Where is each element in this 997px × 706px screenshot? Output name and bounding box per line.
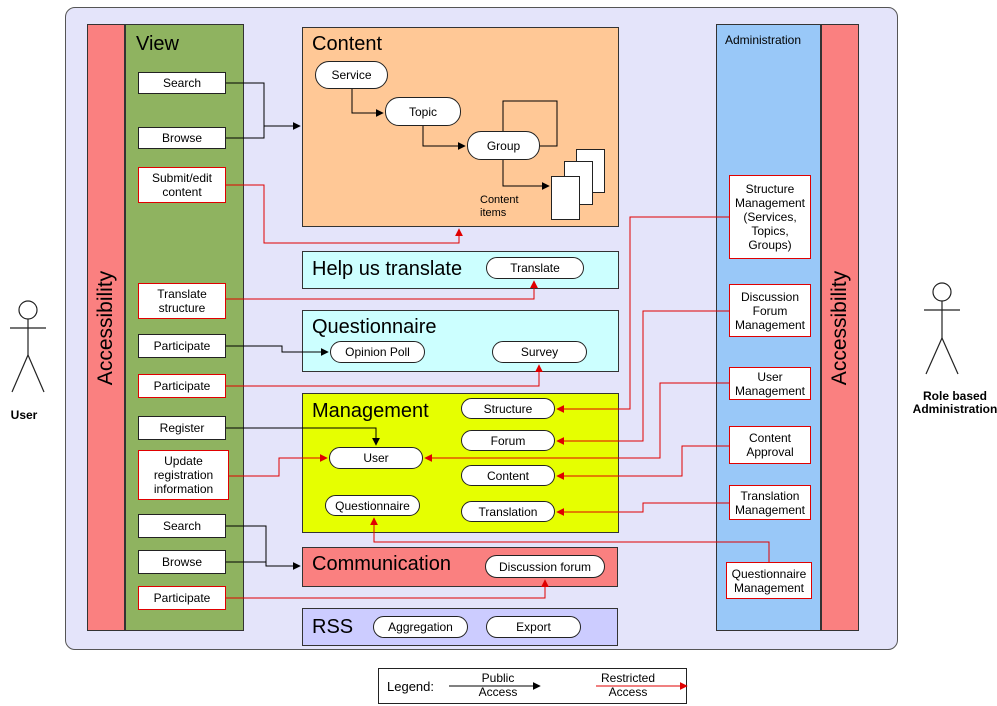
rss-title: RSS bbox=[312, 616, 354, 638]
rss-aggregation-node: Aggregation bbox=[373, 616, 468, 638]
view-translate-structure-box: Translate structure bbox=[138, 283, 226, 319]
view-search-box: Search bbox=[138, 72, 226, 94]
content-title: Content bbox=[312, 33, 383, 55]
content-item-doc-1 bbox=[551, 176, 580, 220]
restricted-connectors bbox=[226, 184, 770, 599]
content-group-node: Group bbox=[467, 131, 540, 160]
admin-user-management-box: User Management bbox=[729, 367, 811, 400]
rss-export-node: Export bbox=[486, 616, 581, 638]
communication-title: Communication bbox=[312, 553, 451, 575]
view-submit-content-box: Submit/edit content bbox=[138, 167, 226, 203]
view-participate-survey-box: Participate bbox=[138, 374, 226, 398]
management-content-node: Content bbox=[461, 465, 555, 486]
legend-label: Legend: bbox=[387, 679, 434, 694]
translate-node: Translate bbox=[486, 257, 584, 279]
view-register-box: Register bbox=[138, 416, 226, 440]
view-participate-poll-box: Participate bbox=[138, 334, 226, 358]
legend-restricted-label: Restricted Access bbox=[600, 671, 656, 699]
view-title: View bbox=[136, 33, 179, 55]
management-title: Management bbox=[312, 400, 429, 422]
public-connectors bbox=[226, 82, 558, 570]
discussion-forum-node: Discussion forum bbox=[485, 555, 605, 578]
management-questionnaire-node: Questionnaire bbox=[325, 495, 420, 516]
admin-actor-label: Role based Administration bbox=[912, 389, 997, 416]
admin-structure-management-box: Structure Management (Services, Topics, … bbox=[729, 175, 811, 259]
content-topic-node: Topic bbox=[385, 97, 461, 126]
management-forum-node: Forum bbox=[461, 430, 555, 451]
content-items-label: Content items bbox=[480, 194, 519, 219]
questionnaire-title: Questionnaire bbox=[312, 316, 437, 338]
admin-content-approval-box: Content Approval bbox=[729, 426, 811, 464]
admin-questionnaire-management-box: Questionnaire Management bbox=[726, 562, 812, 599]
user-actor-label: User bbox=[10, 408, 38, 422]
survey-node: Survey bbox=[492, 341, 587, 363]
view-browse-forum-box: Browse bbox=[138, 550, 226, 574]
accessibility-bar-right: Accessibility bbox=[821, 24, 859, 631]
view-participate-forum-box: Participate bbox=[138, 586, 226, 610]
management-structure-node: Structure bbox=[461, 398, 555, 419]
management-translation-node: Translation bbox=[461, 501, 555, 522]
view-update-registration-box: Update registration information bbox=[138, 450, 229, 500]
content-service-node: Service bbox=[315, 61, 388, 89]
legend-public-label: Public Access bbox=[478, 671, 518, 699]
management-user-node: User bbox=[329, 447, 423, 469]
admin-forum-management-box: Discussion Forum Management bbox=[729, 284, 811, 337]
accessibility-bar-left: Accessibility bbox=[87, 24, 125, 631]
admin-stick-figure bbox=[924, 282, 960, 375]
admin-translation-management-box: Translation Management bbox=[729, 485, 811, 520]
opinion-poll-node: Opinion Poll bbox=[330, 341, 425, 363]
user-stick-figure bbox=[10, 300, 46, 393]
administration-title: Administration bbox=[725, 33, 802, 47]
view-browse-box: Browse bbox=[138, 127, 226, 149]
view-search-forum-box: Search bbox=[138, 514, 226, 538]
help-translate-title: Help us translate bbox=[312, 258, 463, 280]
